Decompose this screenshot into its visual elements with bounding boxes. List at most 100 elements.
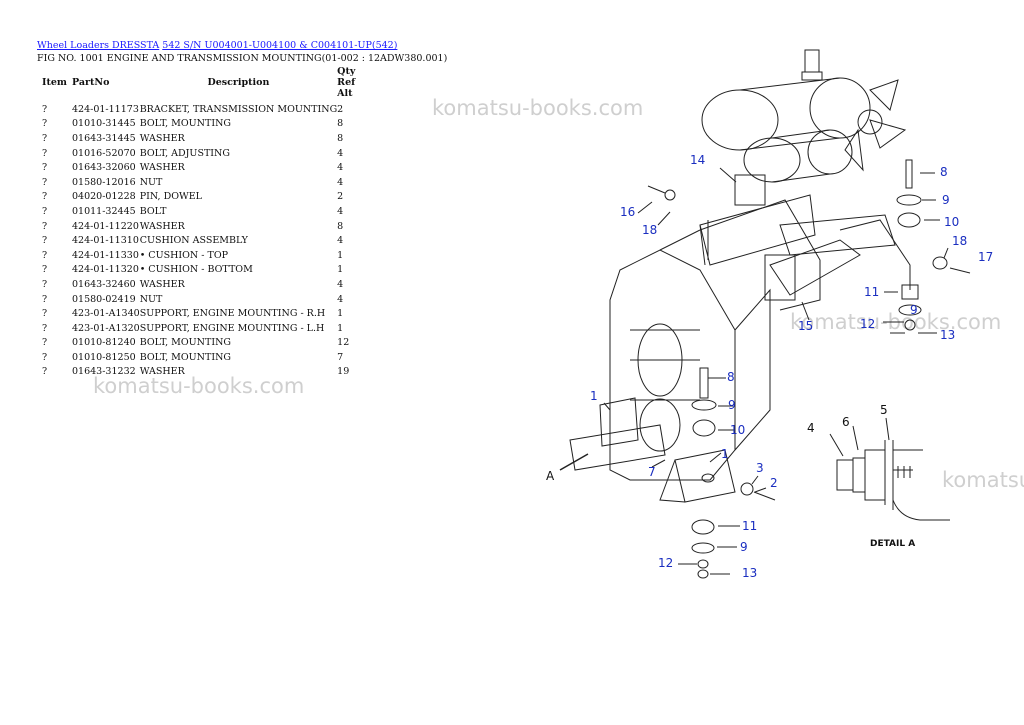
cell-description: • CUSHION - BOTTOM — [139, 264, 253, 276]
callout-label: 17 — [978, 250, 993, 264]
callout-label: 1 — [721, 447, 729, 461]
cell-item: ? — [42, 205, 48, 217]
cell-qty: 12 — [337, 337, 350, 349]
cell-partno: 04020-01228 — [72, 191, 136, 203]
cell-description: CUSHION ASSEMBLY — [139, 235, 248, 247]
cell-item: ? — [42, 264, 48, 276]
callout-label: A — [546, 469, 555, 483]
cell-item: ? — [42, 351, 48, 363]
cell-qty: 4 — [337, 147, 344, 159]
cell-qty: 8 — [337, 220, 344, 232]
cell-qty: 4 — [337, 205, 344, 217]
cell-partno: 424-01-11173 — [72, 103, 139, 115]
cell-description: NUT — [139, 176, 163, 188]
cell-item: ? — [42, 337, 48, 349]
cell-partno: 01643-31445 — [72, 132, 136, 144]
callout-label: 9 — [942, 193, 950, 207]
cell-partno: 01643-32060 — [72, 162, 136, 174]
cell-partno: 01010-81250 — [72, 351, 136, 363]
cell-description: BOLT, ADJUSTING — [139, 147, 230, 159]
watermark: komatsu-books.com — [93, 374, 305, 398]
callout-label: 1 — [590, 389, 598, 403]
callout-label: 8 — [727, 370, 735, 384]
cell-qty: 4 — [337, 293, 344, 305]
cell-item: ? — [42, 176, 48, 188]
figure-title: FIG NO. 1001 ENGINE AND TRANSMISSION MOU… — [37, 53, 448, 64]
cell-description: PIN, DOWEL — [139, 191, 202, 203]
cell-partno: 01643-31232 — [72, 366, 136, 378]
cell-partno: 01011-32445 — [72, 205, 136, 217]
cell-qty: 4 — [337, 162, 344, 174]
cell-item: ? — [42, 118, 48, 130]
cell-item: ? — [42, 322, 48, 334]
cell-qty: 4 — [337, 235, 344, 247]
cell-partno: 423-01-A1320 — [72, 322, 140, 334]
cell-partno: 01580-02419 — [72, 293, 136, 305]
cell-qty: 2 — [337, 103, 344, 115]
cell-qty: 8 — [337, 132, 344, 144]
callout-label: 9 — [728, 398, 736, 412]
detail-a-label: DETAIL A — [870, 539, 915, 549]
callout-label: 7 — [648, 465, 656, 479]
col-description-header: Description — [207, 77, 270, 88]
cell-partno: 424-01-11330 — [72, 249, 139, 261]
callout-label: 9 — [740, 540, 748, 554]
cell-description: • CUSHION - TOP — [139, 249, 228, 261]
callout-label: 10 — [730, 423, 745, 437]
callout-label: 18 — [952, 234, 967, 248]
cell-qty: 4 — [337, 176, 344, 188]
callout-label: 10 — [944, 215, 959, 229]
callout-label: 11 — [742, 519, 757, 533]
cell-item: ? — [42, 249, 48, 261]
cell-description: BOLT — [139, 205, 167, 217]
callout-label: 3 — [756, 461, 764, 475]
diagram-linework — [559, 49, 971, 579]
cell-partno: 01010-81240 — [72, 337, 136, 349]
breadcrumb-model-link[interactable]: Wheel Loaders DRESSTA — [37, 40, 160, 51]
callout-label: 11 — [864, 285, 879, 299]
cell-description: WASHER — [139, 366, 185, 378]
callout-label: 6 — [842, 415, 850, 429]
cell-item: ? — [42, 103, 48, 115]
callout-label: 14 — [690, 153, 705, 167]
cell-description: BRACKET, TRANSMISSION MOUNTING — [139, 103, 338, 115]
cell-description: BOLT, MOUNTING — [139, 337, 231, 349]
cell-item: ? — [42, 293, 48, 305]
watermark: komatsu-books.com — [432, 96, 644, 120]
cell-description: NUT — [139, 293, 163, 305]
cell-qty: 1 — [337, 322, 344, 334]
col-item-header: Item — [42, 77, 67, 88]
callout-label: 15 — [798, 319, 813, 333]
cell-qty: 7 — [337, 351, 344, 363]
cell-partno: 01010-31445 — [72, 118, 136, 130]
callout-label: 4 — [807, 421, 815, 435]
cell-partno: 423-01-A1340 — [72, 308, 140, 320]
cell-qty: 19 — [337, 366, 350, 378]
cell-item: ? — [42, 278, 48, 290]
breadcrumb-serial-link[interactable]: 542 S/N U004001-U004100 & C004101-UP(542… — [162, 40, 398, 51]
cell-partno: 01016-52070 — [72, 147, 136, 159]
cell-description: BOLT, MOUNTING — [139, 351, 231, 363]
cell-description: WASHER — [139, 162, 185, 174]
cell-qty: 8 — [337, 118, 344, 130]
col-partno-header: PartNo — [72, 77, 110, 88]
cell-description: SUPPORT, ENGINE MOUNTING - L.H — [139, 322, 325, 334]
cell-description: WASHER — [139, 220, 185, 232]
cell-item: ? — [42, 191, 48, 203]
